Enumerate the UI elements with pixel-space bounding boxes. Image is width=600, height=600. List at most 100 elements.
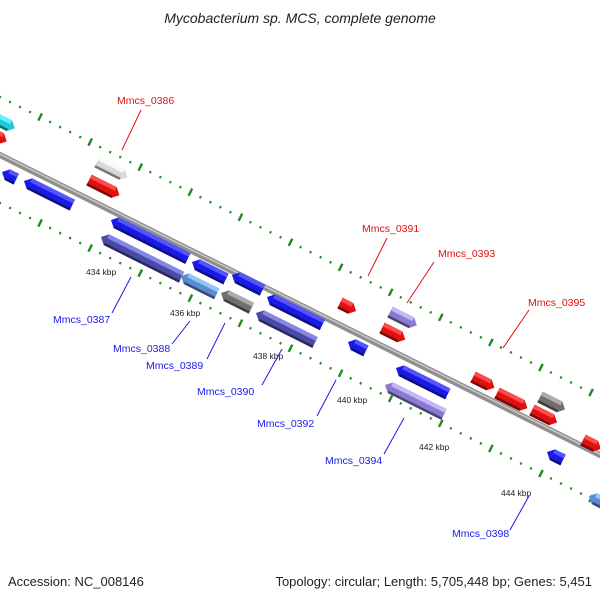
topology-label: Topology: circular; Length: 5,705,448 bp… (275, 574, 592, 589)
label-leader-lines (111, 109, 530, 531)
tick-mark (28, 216, 32, 220)
gene-label-reverse[interactable]: Mmcs_0394 (325, 455, 382, 467)
gene-label-reverse[interactable]: Mmcs_0392 (257, 418, 314, 430)
gene-arrow[interactable] (229, 270, 266, 296)
tick-mark (68, 236, 72, 240)
tick-mark (538, 469, 544, 478)
gene-arrow[interactable] (86, 174, 122, 201)
tick-mark (137, 163, 144, 172)
tick-mark (269, 230, 272, 234)
tick-mark (459, 325, 463, 329)
gene-label-reverse[interactable]: Mmcs_0387 (53, 314, 110, 326)
tick-mark (359, 275, 363, 279)
tick-mark (28, 110, 32, 114)
genome-backbone (0, 151, 600, 459)
tick-mark (68, 130, 72, 134)
gene-arrow[interactable] (537, 391, 567, 415)
gene-arrow[interactable] (580, 434, 600, 455)
gene-arrow[interactable] (0, 109, 18, 134)
tick-mark (37, 112, 43, 122)
tick-mark (409, 406, 413, 410)
gene-arrow[interactable] (98, 232, 185, 283)
tick-mark (48, 226, 52, 230)
tick-mark (569, 486, 573, 491)
leader-line (509, 495, 530, 531)
tick-mark (8, 100, 12, 104)
gene-arrow[interactable] (189, 257, 229, 285)
leader-line (383, 417, 405, 455)
tick-mark (37, 218, 43, 228)
gene-arrow[interactable] (94, 156, 130, 183)
gene-arrow[interactable] (0, 130, 9, 147)
tick-mark (187, 294, 194, 303)
gene-arrow[interactable] (108, 215, 191, 264)
tick-mark (449, 426, 453, 430)
gene-arrow[interactable] (470, 371, 497, 393)
tick-mark (0, 95, 2, 99)
tick-mark (87, 243, 94, 253)
tick-mark (519, 355, 523, 359)
tick-mark (87, 137, 94, 147)
gene-arrow[interactable] (382, 380, 447, 420)
gene-label-reverse[interactable]: Mmcs_0398 (452, 528, 509, 540)
leader-line (121, 109, 142, 151)
leader-line (206, 322, 226, 360)
tick-mark (148, 276, 152, 280)
tick-mark (549, 370, 553, 375)
gene-arrow[interactable] (178, 271, 220, 300)
tick-mark (309, 250, 312, 254)
tick-mark (299, 245, 302, 249)
tick-mark (18, 211, 22, 215)
gene-label-forward[interactable]: Mmcs_0386 (117, 95, 174, 107)
leader-line (111, 276, 132, 314)
scale-label: 434 kbp (86, 267, 117, 277)
tick-mark (78, 135, 82, 139)
tick-mark (559, 481, 563, 486)
gene-arrow[interactable] (586, 491, 600, 511)
gene-label-forward[interactable]: Mmcs_0391 (362, 223, 419, 235)
gene-label-forward[interactable]: Mmcs_0393 (438, 248, 495, 260)
tick-mark (299, 351, 302, 355)
tick-mark (198, 195, 202, 199)
tick-mark (529, 466, 533, 470)
gene-arrow[interactable] (253, 308, 318, 348)
tick-mark (48, 120, 52, 124)
tick-mark (519, 461, 523, 465)
gene-arrow[interactable] (21, 176, 75, 211)
leader-line (316, 379, 337, 417)
tick-mark (459, 431, 463, 435)
tick-mark (509, 456, 513, 460)
gene-arrow[interactable] (218, 288, 255, 314)
tick-mark (237, 319, 244, 328)
leader-line (367, 237, 388, 277)
tick-mark (58, 231, 62, 235)
tick-mark (58, 125, 62, 129)
gene-arrow[interactable] (0, 167, 19, 185)
gene-label-reverse[interactable]: Mmcs_0388 (113, 343, 170, 355)
tick-mark (419, 411, 423, 415)
gene-arrow[interactable] (393, 363, 451, 400)
gene-arrow[interactable] (345, 337, 369, 357)
tick-mark (168, 286, 172, 290)
tick-mark (208, 306, 212, 310)
tick-mark (98, 145, 102, 149)
tick-mark (337, 263, 344, 272)
tick-mark (228, 210, 232, 214)
tick-mark (249, 326, 252, 330)
gene-arrow[interactable] (544, 447, 566, 466)
gene-arrow[interactable] (337, 297, 358, 317)
gene-arrow[interactable] (529, 404, 559, 428)
tick-mark (178, 185, 182, 189)
gene-arrow[interactable] (264, 292, 326, 331)
gene-arrow[interactable] (387, 306, 419, 331)
gene-label-forward[interactable]: Mmcs_0395 (528, 297, 585, 309)
tick-mark (259, 225, 262, 229)
gene-arrow[interactable] (494, 387, 530, 414)
tick-mark (158, 175, 162, 179)
gene-arrow[interactable] (379, 322, 408, 345)
tick-mark (437, 313, 444, 322)
gene-label-reverse[interactable]: Mmcs_0390 (197, 386, 254, 398)
tick-mark (228, 316, 232, 320)
gene-label-reverse[interactable]: Mmcs_0389 (146, 360, 203, 372)
